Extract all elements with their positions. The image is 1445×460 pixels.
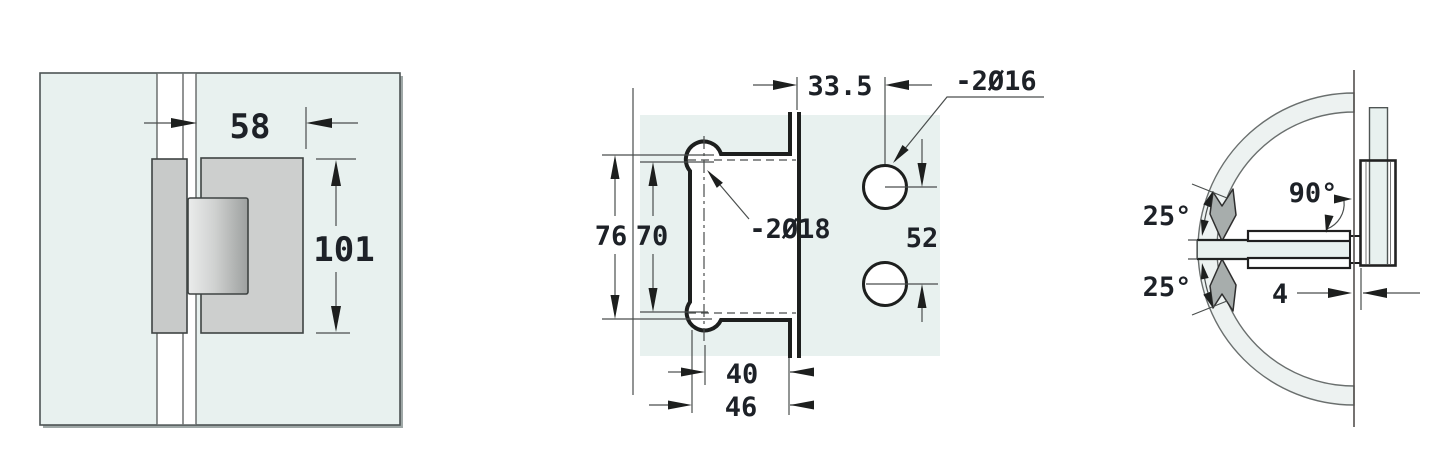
arrowhead-icon: [1328, 288, 1352, 298]
dim-label-40: 40: [726, 359, 759, 390]
dim-label-52: 52: [906, 223, 939, 254]
dim-label-46: 46: [725, 392, 758, 423]
arrowhead-icon: [331, 160, 341, 186]
arrowhead-icon: [790, 367, 814, 377]
dim-label-4: 4: [1272, 279, 1288, 310]
arrowhead-icon: [681, 367, 705, 377]
hinge-pivot-cylinder: [187, 197, 249, 295]
arrowhead-icon: [331, 306, 341, 332]
arrowhead-icon: [668, 400, 692, 410]
hinge-clamp-plate-top: [1246, 229, 1352, 243]
wall-clamp-outline: [1359, 159, 1397, 267]
arrowhead-icon: [707, 170, 723, 188]
arrowhead-icon: [917, 284, 927, 308]
arrowhead-icon: [917, 163, 927, 187]
overswing-arrow-bottom-icon: [1209, 258, 1237, 312]
side-swing-view: 25° 25° 90° 4: [1143, 70, 1420, 427]
cutout-outline: [683, 112, 792, 358]
glass-cutout-view: 76 70 33.5 52 -2Ø16 -2Ø18 40 46: [595, 66, 1044, 423]
hinge-wall-leaf: [151, 158, 188, 334]
arrowhead-icon: [648, 288, 658, 312]
dim-25-bottom-tick: [1191, 300, 1228, 316]
overswing-arrow-top-icon: [1209, 188, 1237, 242]
dim-label-58: 58: [230, 107, 271, 147]
arrowhead-icon: [1363, 288, 1387, 298]
dim-label-101: 101: [313, 230, 374, 270]
arrowhead-icon: [171, 118, 197, 128]
fixed-glass-tint: [801, 115, 940, 356]
front-view: 58 101: [39, 72, 403, 428]
leader-2d16: [894, 96, 1044, 162]
arrowhead-icon: [773, 80, 797, 90]
arrowhead-icon: [1324, 214, 1334, 233]
dim-25-top-tick: [1191, 183, 1228, 199]
arrowhead-icon: [1334, 194, 1352, 204]
arrowhead-icon: [610, 295, 620, 319]
cutout-fill: [685, 114, 790, 331]
arrowhead-icon: [1203, 291, 1213, 308]
arrowhead-icon: [885, 80, 909, 90]
arrowhead-icon: [790, 400, 814, 410]
callout-label-2d18: -2Ø18: [749, 214, 830, 245]
arrowhead-icon: [1200, 219, 1209, 236]
dim-90-arc: [1326, 200, 1345, 230]
hinge-clamp-plate-bottom: [1246, 256, 1352, 270]
arrowhead-icon: [610, 155, 620, 179]
dim-label-25-top: 25°: [1143, 201, 1192, 232]
dim-label-76: 76: [595, 221, 628, 252]
dim-label-70: 70: [636, 221, 669, 252]
fixed-glass-vertical: [1370, 107, 1388, 264]
door-glass-strip: [1198, 241, 1358, 258]
dimension-arrowheads: [171, 80, 1387, 410]
arrowhead-icon: [648, 162, 658, 186]
arrowhead-icon: [1200, 263, 1209, 280]
arrowhead-icon: [306, 118, 332, 128]
arrowhead-icon: [893, 144, 909, 163]
arrowhead-icon: [1203, 191, 1213, 208]
dim-label-90: 90°: [1289, 178, 1338, 209]
callout-label-2d16: -2Ø16: [955, 66, 1036, 97]
dim-label-33-5: 33.5: [807, 71, 872, 102]
dim-label-25-bottom: 25°: [1143, 272, 1192, 303]
